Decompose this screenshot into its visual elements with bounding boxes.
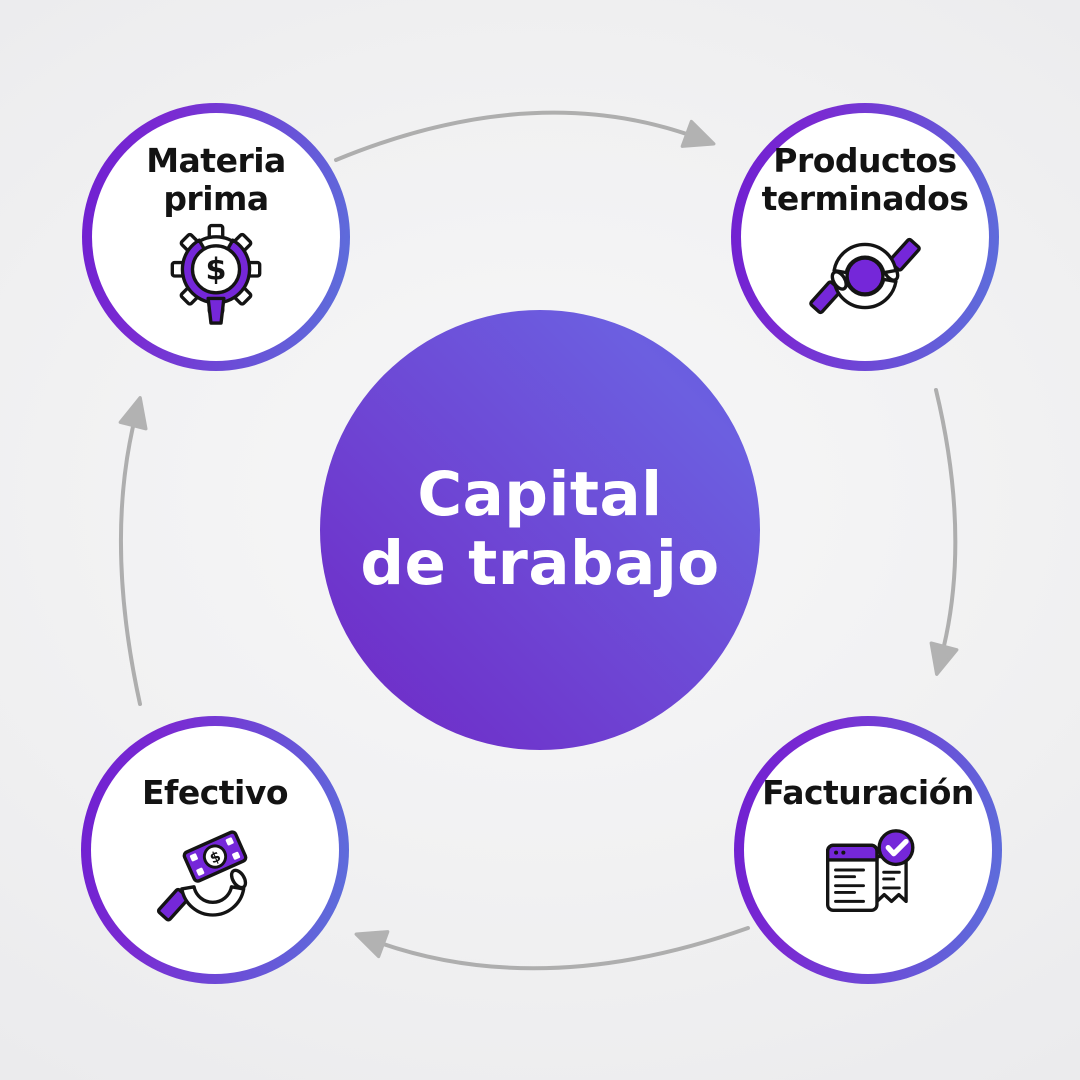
node-facturacion-label: Facturación	[762, 772, 974, 812]
label-line: Materia	[146, 140, 286, 180]
center-node-capital-de-trabajo: Capital de trabajo	[320, 310, 760, 750]
arrow-bottom-icon	[354, 926, 750, 971]
node-facturacion: Facturación	[734, 716, 1002, 984]
invoice-check-icon	[826, 829, 915, 913]
node-efectivo-label: Efectivo	[141, 772, 289, 812]
diagram-title: Capital de trabajo	[360, 459, 720, 599]
hands-exchange-icon	[809, 238, 921, 315]
label-line: prima	[163, 179, 269, 218]
arrow-top-icon	[334, 110, 716, 162]
label-line: Facturación	[762, 772, 974, 812]
node-productos-terminados-body: Productos terminados	[741, 113, 989, 361]
node-productos-terminados: Productos terminados	[731, 103, 999, 371]
svg-text:$: $	[205, 253, 226, 288]
money-hand-icon: $	[156, 830, 248, 922]
arrow-left-icon	[118, 396, 148, 706]
node-materia-prima-label: Materia prima	[146, 140, 286, 219]
label-line: terminados	[761, 179, 969, 218]
node-facturacion-body: Facturación	[744, 726, 992, 974]
diagram-title-line2: de trabajo	[360, 528, 720, 599]
node-materia-prima: Materia prima	[82, 103, 350, 371]
diagram-title-line1: Capital	[417, 459, 663, 531]
node-efectivo-body: Efectivo $	[91, 726, 339, 974]
node-productos-terminados-label: Productos terminados	[761, 140, 969, 219]
arrow-right-icon	[929, 388, 959, 676]
label-line: Efectivo	[141, 772, 289, 812]
gear-dollar-icon: $	[170, 224, 262, 325]
node-efectivo: Efectivo $	[81, 716, 349, 984]
node-materia-prima-body: Materia prima	[92, 113, 340, 361]
label-line: Productos	[773, 140, 957, 180]
